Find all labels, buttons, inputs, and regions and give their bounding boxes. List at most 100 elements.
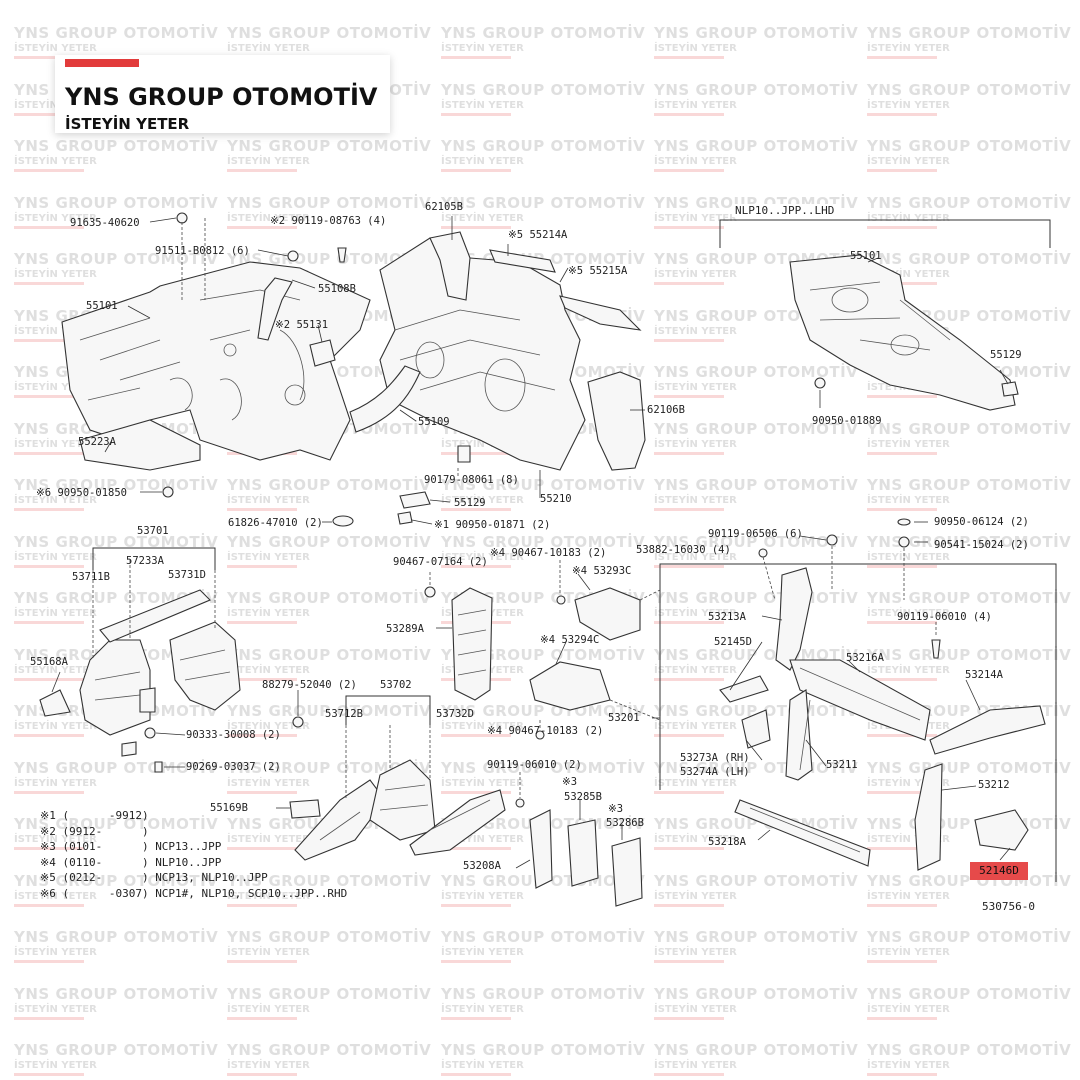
part-callout: 53218A	[708, 836, 747, 848]
part-callout: 55101	[86, 300, 118, 312]
part-callout: 55169B	[210, 802, 248, 814]
part-callout: 55108B	[318, 283, 356, 295]
part-callout: 53213A	[708, 611, 747, 623]
footnote-mark: ※3	[40, 840, 56, 853]
part-callout: 53731D	[168, 569, 206, 581]
callout-labels: 91635-40620 ※2 90119-08763 (4) 62105B 91511…	[30, 201, 1029, 872]
footnote-row: ※4 (0110- ) NLP10..JPP	[40, 855, 347, 871]
part-callout: 55129	[454, 497, 486, 509]
part-callout: 61826-47010 (2)	[228, 517, 323, 529]
part-callout: ※6 90950-01850	[36, 487, 127, 499]
footnote-range: (0212- )	[62, 871, 149, 884]
diagram-ref-code: 530756-0	[982, 900, 1035, 913]
part-callout: 55101	[850, 250, 882, 262]
part-callout: 90541-15024 (2)	[934, 539, 1029, 551]
part-callout: ※1 90950-01871 (2)	[434, 519, 550, 531]
variant-label: NLP10..JPP..LHD	[732, 204, 838, 217]
part-callout: 53701	[137, 525, 169, 537]
part-callout: 55210	[540, 493, 572, 505]
part-callout: ※5 55215A	[568, 265, 628, 277]
footnote-range: (9912- )	[62, 824, 149, 838]
brand-accent-bar	[65, 59, 139, 67]
part-callout: 90119-06010 (2)	[487, 759, 582, 771]
part-callout: 55129	[990, 349, 1022, 361]
part-callout: ※3	[608, 803, 623, 815]
part-callout: 53274A (LH)	[680, 766, 750, 778]
part-callout: 55223A	[78, 436, 117, 448]
brand-card: YNS GROUP OTOMOTİV İSTEYİN YETER	[55, 55, 390, 133]
part-callout: 53732D	[436, 708, 474, 720]
part-callout: 53289A	[386, 623, 425, 635]
part-callout: 53212	[978, 779, 1010, 791]
part-callout: ※2 90119-08763 (4)	[270, 215, 386, 227]
footnote-row: ※5 (0212- ) NCP13, NLP10..JPP	[40, 870, 347, 886]
brand-name: YNS GROUP OTOMOTİV	[65, 83, 378, 111]
part-callout: 53712B	[325, 708, 363, 720]
part-callout: 52145D	[714, 636, 752, 648]
footnote-mark: ※4	[40, 855, 56, 869]
part-callout: 53702	[380, 679, 412, 691]
leader-lines	[51, 216, 1011, 869]
apron-right	[289, 695, 506, 861]
footnote-row: ※6 ( -0307) NCP1#, NLP10, SCP10..JPP..RH…	[40, 886, 347, 902]
part-callout: 91511-B0812 (6)	[155, 245, 250, 257]
part-callout: 55168A	[30, 656, 69, 668]
part-callout: ※4 53293C	[572, 565, 631, 577]
footnote-mark: ※6	[40, 886, 56, 900]
part-callout: 53216A	[846, 652, 885, 664]
footnotes: ※1 ( -9912) ※2 (9912- ) ※3 (0101- ) NCP1…	[40, 808, 347, 901]
part-callout: ※5 55214A	[508, 229, 568, 241]
part-callout: 90119-06506 (6)	[708, 528, 803, 540]
part-callout: 57233A	[126, 555, 165, 567]
part-callout: 53286B	[606, 817, 644, 829]
part-callout: 90950-06124 (2)	[934, 516, 1029, 528]
center-brackets	[424, 586, 643, 907]
part-callout: 62105B	[425, 201, 463, 213]
part-callout: 90333-30008 (2)	[186, 729, 281, 741]
part-callout: 90467-07164 (2)	[393, 556, 488, 568]
part-callout: 53214A	[965, 669, 1004, 681]
part-callout: 90179-08061 (8)	[424, 474, 519, 486]
footnote-range: (0101- )	[62, 840, 149, 853]
footnote-mark: ※1	[40, 809, 56, 822]
footnote-range: ( -0307)	[62, 886, 149, 900]
footnote-desc: NLP10..JPP	[155, 855, 222, 869]
dash-panel-center	[332, 231, 646, 527]
part-callout: 90950-01889	[812, 415, 882, 427]
part-callout: 53882-16030 (4)	[636, 544, 731, 556]
part-callout: 53211	[826, 759, 858, 771]
radiator-support	[659, 518, 1057, 882]
part-callout: 90269-03037 (2)	[186, 761, 281, 773]
part-callout: 91635-40620	[70, 217, 140, 229]
footnote-desc: NCP13, NLP10..JPP	[155, 871, 268, 884]
part-callout: ※4 90467-10183 (2)	[487, 725, 603, 737]
part-callout: 53285B	[564, 791, 602, 803]
footnote-mark: ※2	[40, 824, 56, 838]
footnote-range: (0110- )	[62, 855, 149, 869]
part-callout: 62106B	[647, 404, 685, 416]
part-callout: 53711B	[72, 571, 110, 583]
variant-frame	[719, 219, 1051, 411]
footnote-row: ※3 (0101- ) NCP13..JPP	[40, 839, 347, 855]
part-callout: 88279-52040 (2)	[262, 679, 357, 691]
footnote-row: ※1 ( -9912)	[40, 808, 347, 824]
apron-left	[39, 547, 241, 773]
footnote-range: ( -9912)	[62, 809, 149, 822]
part-callout: ※4 53294C	[540, 634, 599, 646]
part-callout: 90119-06010 (4)	[897, 611, 992, 623]
part-callout: ※2 55131	[275, 319, 328, 331]
footnote-desc: NCP1#, NLP10, SCP10..JPP..RHD	[155, 886, 348, 900]
part-callout: 53201	[608, 712, 640, 724]
footnote-row: ※2 (9912- )	[40, 824, 347, 840]
part-callout: 53273A (RH)	[680, 752, 750, 764]
footnote-mark: ※5	[40, 871, 56, 884]
highlighted-part-label: 52146D	[970, 862, 1028, 880]
dash-panel-left	[61, 212, 371, 498]
footnote-desc: NCP13..JPP	[155, 840, 222, 853]
part-callout: ※3	[562, 776, 577, 788]
part-callout: 53208A	[463, 860, 502, 872]
part-callout: ※4 90467-10183 (2)	[490, 547, 606, 559]
part-callout: 55109	[418, 416, 450, 428]
brand-tagline: İSTEYİN YETER	[65, 115, 190, 133]
